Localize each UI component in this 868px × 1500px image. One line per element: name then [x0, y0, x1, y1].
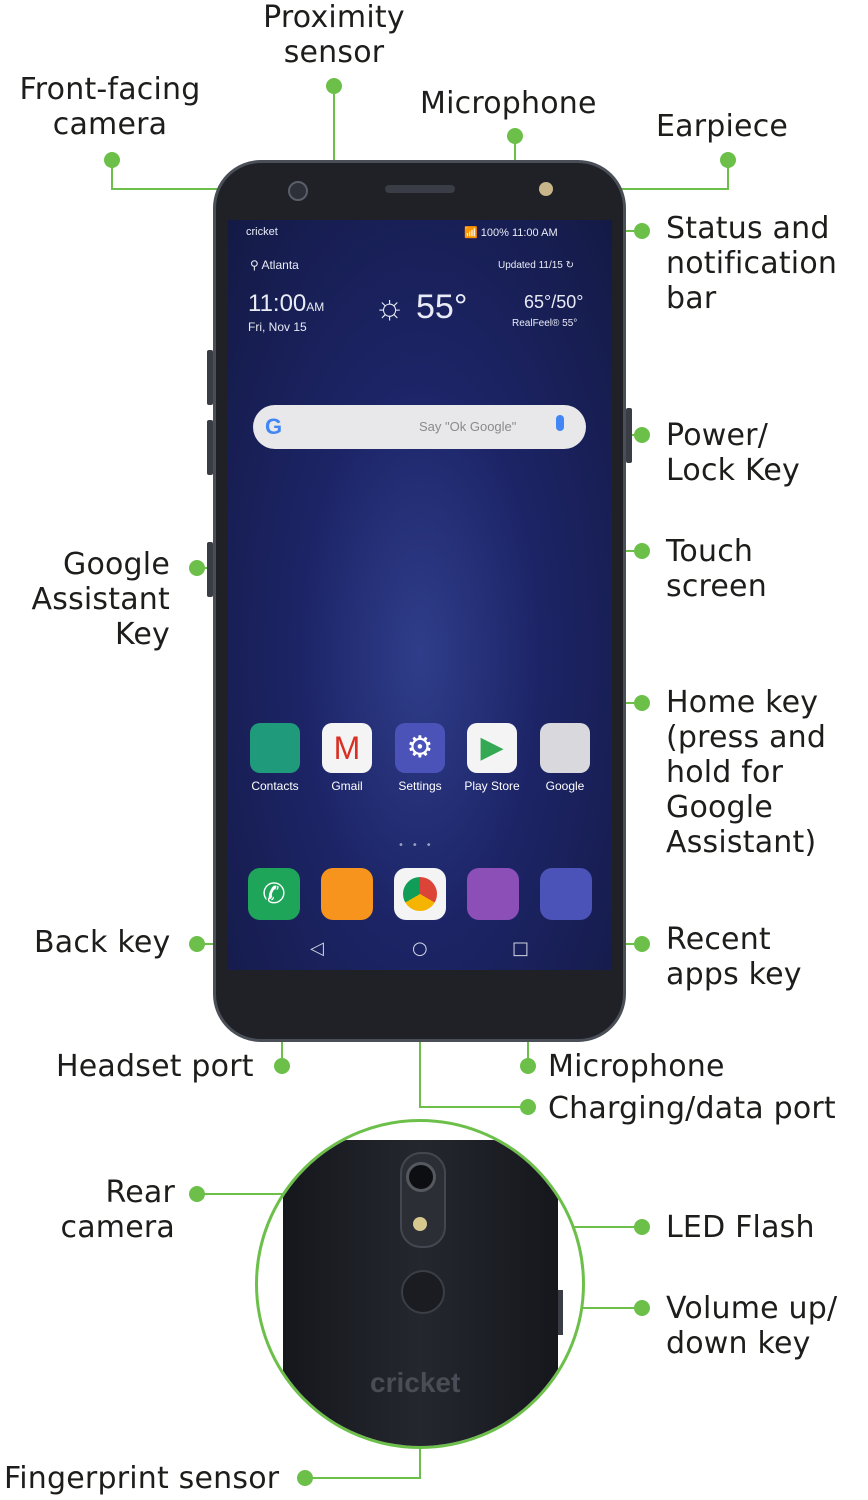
carrier-text: cricket [246, 226, 278, 238]
label-back-key: Back key [34, 925, 171, 960]
app-label: Settings [398, 779, 442, 793]
touch-screen[interactable]: cricket 📶 100% 11:00 AM ⚲ Atlanta Update… [228, 220, 612, 970]
app-gmail[interactable]: M Gmail [317, 723, 377, 793]
app-contacts[interactable]: Contacts [245, 723, 305, 793]
clock-time: 11:00 [248, 290, 307, 317]
chrome-icon [403, 877, 437, 911]
dock-chrome[interactable] [394, 868, 446, 920]
earpiece-grille [385, 185, 455, 193]
label-fingerprint-sensor: Fingerprint sensor [4, 1461, 280, 1496]
google-search-bar[interactable]: G Say "Ok Google" [253, 405, 586, 449]
search-hint: Say "Ok Google" [419, 419, 517, 434]
location[interactable]: ⚲ Atlanta [250, 258, 299, 272]
status-icons: 📶 100% 11:00 AM [464, 227, 558, 239]
clock-date: Fri, Nov 15 [248, 320, 307, 334]
label-power-key: Power/ Lock Key [666, 418, 800, 488]
dock-camera[interactable] [540, 868, 592, 920]
label-front-camera: Front-facing camera [19, 72, 201, 142]
mic-icon[interactable] [556, 415, 564, 431]
dock-phone[interactable]: ✆ [248, 868, 300, 920]
clock-ampm: AM [306, 300, 325, 314]
weather-realfeel: RealFeel® 55° [512, 318, 578, 329]
label-recent-apps-key: Recent apps key [666, 922, 802, 992]
proximity-led [539, 182, 553, 196]
volume-button-left [207, 350, 213, 405]
app-label: Contacts [251, 779, 299, 793]
settings-gear-icon: ⚙ [395, 723, 445, 773]
status-text: 100% 11:00 AM [480, 227, 558, 239]
fingerprint-sensor[interactable] [401, 1270, 445, 1314]
label-headset-port: Headset port [56, 1049, 254, 1084]
contacts-icon [250, 723, 300, 773]
gmail-icon: M [322, 723, 372, 773]
clock[interactable]: 11:00AM [248, 290, 324, 318]
back-key[interactable]: ◁ [310, 938, 324, 959]
app-play-store[interactable]: ▶ Play Store [462, 723, 522, 793]
updated-label: Updated 11/15 [498, 260, 563, 271]
volume-button-left-2 [207, 420, 213, 475]
play-store-icon: ▶ [467, 723, 517, 773]
weather-hilo: 65°/50° [524, 292, 584, 312]
page-indicator: ••• [398, 840, 440, 851]
label-assistant-key: Google Assistant Key [31, 547, 170, 652]
label-led-flash: LED Flash [666, 1210, 815, 1245]
app-settings[interactable]: ⚙ Settings [390, 723, 450, 793]
recent-apps-key[interactable]: □ [512, 938, 530, 959]
app-label: Gmail [331, 779, 363, 793]
label-charging-port: Charging/data port [548, 1091, 836, 1126]
rear-camera-lens [406, 1162, 436, 1192]
rear-volume-button[interactable] [558, 1290, 563, 1335]
home-key[interactable]: ○ [412, 938, 428, 959]
google-folder-icon [540, 723, 590, 773]
led-flash [413, 1217, 427, 1231]
front-camera [288, 181, 308, 201]
sun-icon: ☼ [374, 288, 406, 326]
rear-view-circle: cricket [255, 1119, 585, 1449]
assistant-key[interactable] [207, 542, 213, 597]
label-touch-screen: Touch screen [666, 534, 767, 604]
label-proximity-sensor: Proximity sensor [263, 0, 405, 70]
google-g-icon: G [265, 414, 283, 439]
dock-gallery[interactable] [467, 868, 519, 920]
dock-messages[interactable] [321, 868, 373, 920]
label-home-key: Home key (press and hold for Google Assi… [666, 685, 827, 860]
label-microphone-top: Microphone [420, 86, 597, 121]
label-microphone-bottom: Microphone [548, 1049, 725, 1084]
location-text: Atlanta [261, 258, 299, 272]
updated-text[interactable]: Updated 11/15 ↻ [498, 260, 575, 271]
label-earpiece: Earpiece [656, 109, 789, 144]
label-status-bar: Status and notification bar [666, 211, 838, 316]
app-label: Play Store [464, 779, 520, 793]
label-volume-key: Volume up/ down key [666, 1291, 838, 1361]
power-key[interactable] [626, 408, 632, 463]
label-rear-camera: Rear camera [60, 1175, 175, 1245]
app-label: Google [545, 779, 585, 793]
weather-temp[interactable]: 55° [416, 288, 468, 326]
rear-brand-logo: cricket [370, 1367, 461, 1398]
app-google-folder[interactable]: Google [535, 723, 595, 793]
